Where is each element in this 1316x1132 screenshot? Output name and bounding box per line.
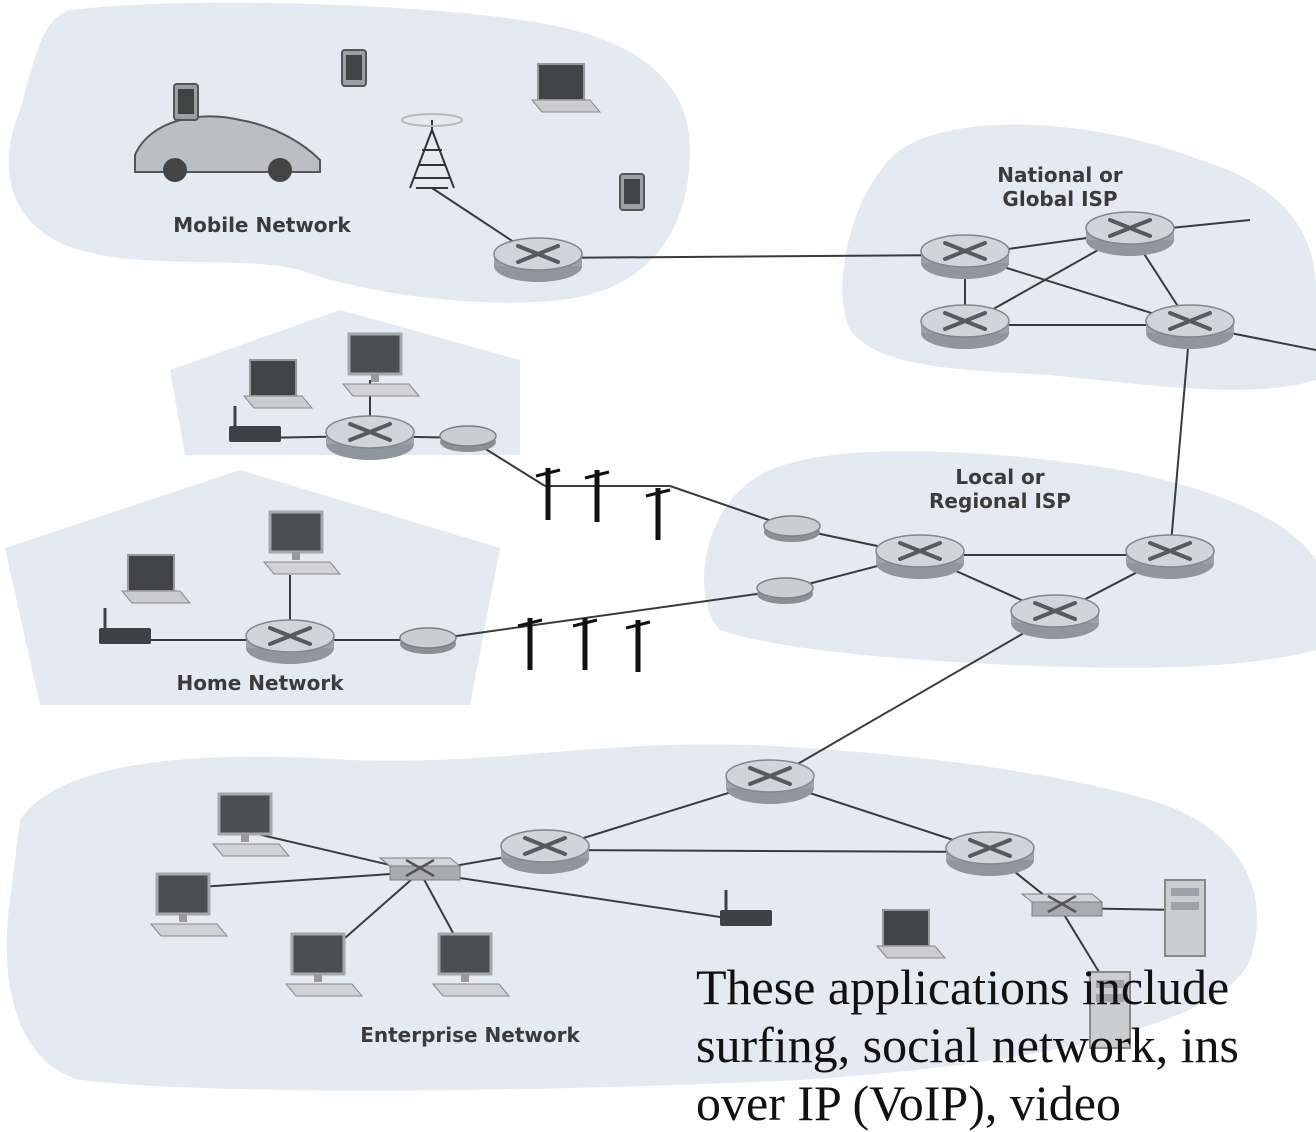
- router-icon: [944, 830, 1036, 878]
- router-icon: [919, 303, 1011, 351]
- cable-modem-icon: [439, 425, 497, 453]
- local-isp-label-line1: Local or: [955, 465, 1044, 489]
- router-icon: [1144, 303, 1236, 351]
- home-network-house: [5, 470, 500, 705]
- body-text-line: over IP (VoIP), video: [696, 1075, 1121, 1131]
- router-icon: [874, 533, 966, 581]
- router-icon: [724, 758, 816, 806]
- ethernet-switch-icon: [378, 856, 462, 882]
- router-icon: [1009, 593, 1101, 641]
- router-icon: [1124, 533, 1216, 581]
- utility-pole-icon: [518, 618, 542, 670]
- tablet-icon: [619, 173, 645, 211]
- router-icon: [324, 414, 416, 462]
- router-icon: [492, 236, 584, 284]
- enterprise-network-label: Enterprise Network: [360, 1023, 580, 1047]
- cell-tower-icon: [401, 113, 463, 189]
- upper-house: [170, 310, 520, 455]
- ethernet-switch-icon: [1020, 892, 1104, 918]
- router-icon: [1084, 210, 1176, 258]
- home-network-label: Home Network: [176, 671, 344, 695]
- body-text-line: These applications include: [696, 959, 1230, 1015]
- utility-pole-icon: [626, 620, 650, 672]
- cable-modem-icon: [763, 515, 821, 543]
- mobile-network-label: Mobile Network: [173, 213, 351, 237]
- utility-pole-icon: [536, 468, 560, 520]
- national-isp-label-line1: National or: [997, 163, 1123, 187]
- national-isp-label-line2: Global ISP: [1002, 187, 1117, 211]
- body-text-overlay: These applications include surfing, soci…: [696, 958, 1316, 1132]
- router-icon: [244, 618, 336, 666]
- mobile-network-cloud: [8, 2, 690, 303]
- utility-pole-icon: [573, 618, 597, 670]
- utility-pole-icon: [585, 470, 609, 522]
- router-icon: [919, 233, 1011, 281]
- network-diagram: Mobile Network National or Global ISP Lo…: [5, 2, 1316, 1091]
- server-icon: [1164, 879, 1206, 957]
- cable-modem-icon: [399, 627, 457, 655]
- tablet-icon: [173, 83, 199, 121]
- tablet-icon: [341, 49, 367, 87]
- body-text-line: surfing, social network, ins: [696, 1017, 1239, 1073]
- utility-pole-icon: [646, 488, 670, 540]
- local-isp-label-line2: Regional ISP: [929, 489, 1071, 513]
- car-icon: [134, 115, 321, 182]
- enterprise-network-cloud: [6, 744, 1257, 1091]
- router-icon: [499, 828, 591, 876]
- cable-modem-icon: [756, 577, 814, 605]
- local-isp-cloud: [704, 451, 1316, 668]
